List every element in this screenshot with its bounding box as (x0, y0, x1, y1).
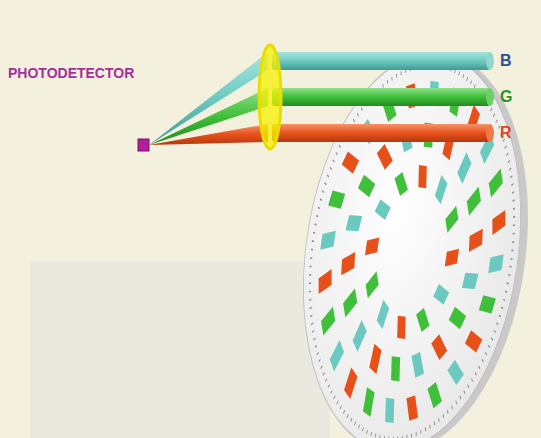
filter-segment (365, 237, 379, 255)
filter-segment (449, 307, 466, 329)
filter-segment (489, 168, 503, 197)
filter-segment (445, 249, 459, 267)
filter-segment (406, 395, 417, 420)
green-light-cone (149, 88, 268, 145)
filter-segment (462, 273, 479, 289)
filter-segment (358, 175, 375, 197)
red-beam (272, 124, 490, 142)
filter-segment (447, 360, 463, 385)
filter-segment (343, 288, 357, 317)
beam-end (486, 124, 494, 142)
filter-segment (346, 215, 363, 231)
red-light-cone (149, 124, 268, 145)
filter-segment (363, 387, 375, 416)
filter-segment (369, 344, 381, 374)
photodetector-label: PHOTODETECTOR (8, 66, 134, 80)
filter-segment (366, 271, 379, 298)
filter-segment (385, 398, 394, 423)
filter-segment (433, 284, 449, 305)
rim-holes (287, 52, 537, 438)
filter-segment (427, 382, 441, 408)
filter-segment (344, 368, 357, 399)
beam-label: R (500, 125, 512, 141)
filter-segment (321, 306, 335, 335)
blue-beam (272, 52, 490, 70)
filter-segment (328, 191, 345, 209)
filter-segment (353, 320, 367, 352)
filter-segment (479, 295, 496, 313)
blue-light-cone (149, 52, 268, 145)
filter-segment (457, 152, 471, 184)
filter-segment (492, 210, 505, 235)
filter-segment (394, 172, 407, 196)
filter-segment (488, 254, 504, 273)
lens (259, 45, 281, 149)
filter-segment (377, 144, 393, 170)
filter-segment (416, 308, 429, 332)
filter-segment (320, 231, 336, 250)
beam-label: G (500, 89, 512, 105)
filter-segment (411, 352, 424, 378)
filter-segment (467, 186, 481, 215)
filter-segment (330, 340, 344, 371)
filter-segment (377, 300, 389, 329)
beam-end (486, 88, 494, 106)
filter-segment (391, 356, 400, 381)
filter-segment (397, 316, 405, 339)
filter-segment (469, 229, 483, 252)
filter-segment (435, 175, 447, 204)
background-panel (30, 262, 330, 438)
filter-segment (418, 165, 426, 188)
green-beam (272, 88, 490, 106)
filter-segment (341, 252, 355, 275)
filter-segment (465, 330, 482, 352)
filter-segment (431, 334, 447, 360)
filter-segment (445, 206, 458, 233)
filter-segment (319, 269, 332, 294)
filter-segment (342, 151, 359, 173)
photodetector (138, 139, 149, 151)
beam-end (486, 52, 494, 70)
beam-label: B (500, 53, 512, 69)
filter-segment (375, 199, 391, 220)
